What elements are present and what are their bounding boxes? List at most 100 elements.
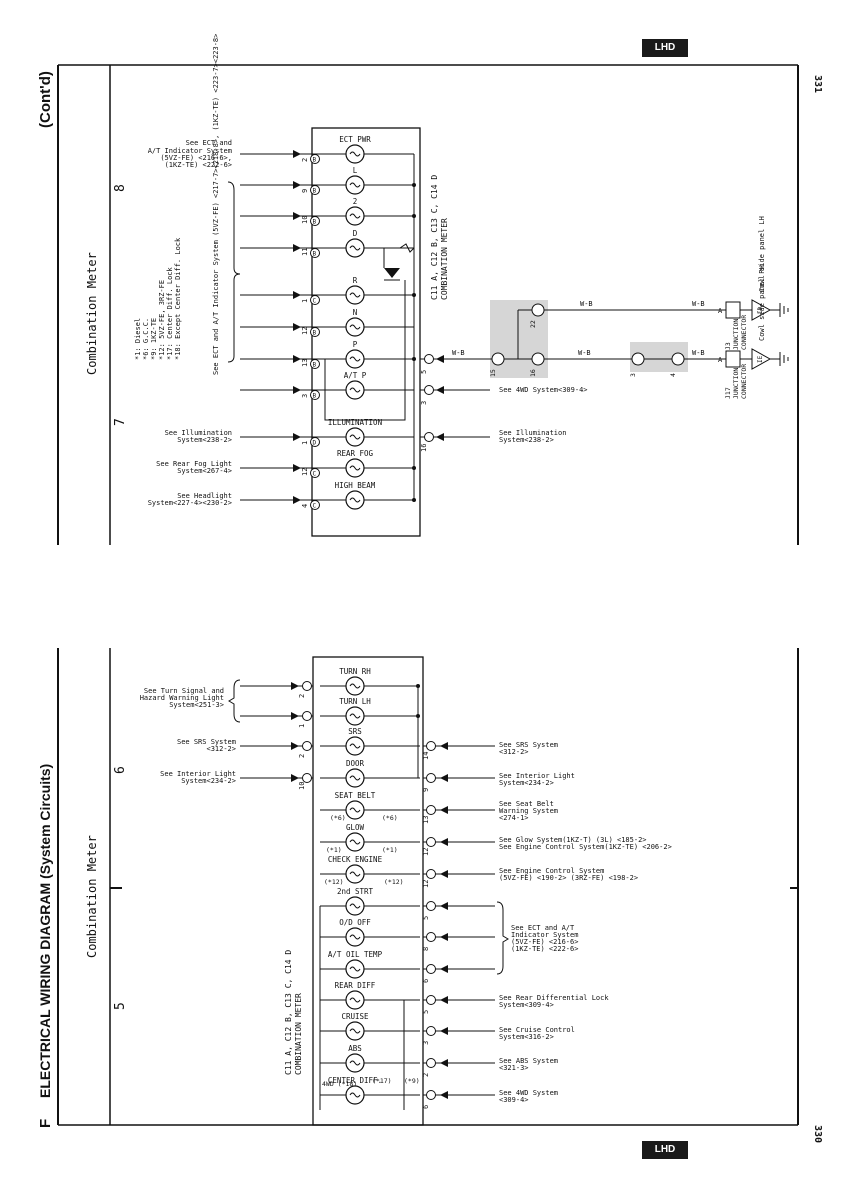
- top-indicator-pin: 11: [301, 248, 309, 256]
- right-reference-text: Indicator System: [511, 931, 578, 939]
- right-pin: 2: [422, 1073, 430, 1077]
- top-indicator-pin: 13: [301, 359, 309, 367]
- junction-location: Cowl side panel RH: [758, 265, 766, 341]
- top-indicator-pin: 2: [301, 158, 309, 162]
- arrow-icon: [440, 1059, 448, 1067]
- arrow-icon: [440, 838, 448, 846]
- section-label-top: Combination Meter: [85, 252, 99, 375]
- right-reference-text: System<234-2>: [499, 779, 554, 787]
- right-reference-text: System<316-2>: [499, 1033, 554, 1041]
- connector-icon: [424, 432, 434, 442]
- left-reference-text: Hazard Warning Light: [140, 694, 224, 702]
- splice-connector-icon: [531, 303, 545, 317]
- arrow-icon: [293, 212, 301, 220]
- right-reference-text: (1KZ-TE) <222-6>: [511, 945, 578, 953]
- indicator-label: ILLUMINATION: [328, 418, 382, 427]
- bottom-indicator-filament-icon: [349, 903, 361, 909]
- junction-connector-icon: [725, 350, 741, 368]
- arrow-icon: [291, 742, 299, 750]
- indicator-label: TURN LH: [339, 697, 371, 706]
- right-reference-text: See Engine Control System(1KZ-TE) <206-2…: [499, 843, 672, 851]
- top-indicator-connector-icon: [310, 248, 320, 258]
- page-number-top: 331: [812, 75, 823, 93]
- ground-triangle-icon: [751, 299, 772, 321]
- left-reference-text: System<251-3>: [169, 701, 224, 709]
- splice-dot: [412, 214, 416, 218]
- resistor-icon: [383, 243, 415, 268]
- indicator-label: 2nd STRT: [337, 887, 374, 896]
- variant-mark: (*17): [372, 1077, 392, 1085]
- right-reference-text: See Cruise Control: [499, 1026, 575, 1034]
- connector-icon: [302, 741, 312, 751]
- junction-connector-icon: [725, 301, 741, 319]
- bottom-indicator-filament-icon: [349, 683, 361, 689]
- indicator-label: O/D OFF: [339, 918, 371, 927]
- grid-number-6: 6: [113, 766, 128, 774]
- vertical-reference: See ECT and A/T Indicator System (5VZ-FE…: [212, 34, 220, 375]
- indicator-label: R: [353, 276, 358, 285]
- splice-dot: [412, 183, 416, 187]
- indicator-label: ABS: [348, 1044, 362, 1053]
- diode-icon: [384, 268, 400, 278]
- right-reference-text: See Seat Belt: [499, 800, 554, 808]
- left-pin: 10: [298, 782, 306, 790]
- indicator-label: GLOW: [346, 823, 365, 832]
- left-pin: 1: [298, 724, 306, 728]
- arrow-icon: [440, 996, 448, 1004]
- footnote: *18: Except Center Diff. Lock: [174, 237, 182, 360]
- bottom-indicator-filament-icon: [349, 997, 361, 1003]
- bottom-indicator-filament-icon: [349, 1060, 361, 1066]
- arrow-icon: [440, 1027, 448, 1035]
- wire: [324, 280, 406, 421]
- left-reference-text: See Turn Signal and: [144, 687, 224, 695]
- junction-pin: A: [718, 307, 723, 315]
- arrow-icon: [291, 682, 299, 690]
- arrow-icon: [293, 464, 301, 472]
- right-reference-text: Warning System: [499, 807, 558, 815]
- reference-brace: [496, 901, 509, 975]
- connector-icon: [302, 711, 312, 721]
- right-reference-text: See Engine Control System: [499, 867, 604, 875]
- variant-mark: (*1): [382, 846, 398, 854]
- indicator-label: N: [353, 308, 358, 317]
- connector-icon: [426, 741, 436, 751]
- right-reference-text: See Rear Differential Lock: [499, 994, 609, 1002]
- wire-color-label: W-B: [452, 349, 465, 357]
- connector-icon: [426, 805, 436, 815]
- right-reference-text: See Glow System(1KZ-T) (3L) <185-2>: [499, 836, 647, 844]
- splice-pin: 16: [529, 369, 537, 377]
- arrow-icon: [293, 323, 301, 331]
- right-pin: 5: [422, 916, 430, 920]
- left-reference-text: A/T Indicator System: [148, 147, 232, 155]
- left-reference-text: (5VZ-FE) <216-6>,: [160, 154, 232, 162]
- right-reference-text: <321-3>: [499, 1064, 529, 1072]
- variant-mark: (*12): [384, 878, 404, 886]
- right-reference-text: System<309-4>: [499, 1001, 554, 1009]
- right-reference-text: See 4WD System<309-4>: [499, 386, 588, 394]
- indicator-label: CRUISE: [341, 1012, 369, 1021]
- right-pin: 12: [422, 880, 430, 888]
- top-indicator-connector-icon: [310, 437, 320, 447]
- wire-color-label: W-B: [692, 300, 705, 308]
- bottom-indicator-filament-icon: [349, 1092, 361, 1098]
- meter-connectors-top: C11 A, C12 B, C13 C, C14 D: [430, 175, 439, 300]
- top-indicator-filament-icon: [349, 182, 361, 188]
- arrow-icon: [436, 433, 444, 441]
- arrow-icon: [293, 355, 301, 363]
- footnote: *12: 5VZ-FE, 3RZ-FE: [158, 280, 166, 360]
- indicator-label: TURN RH: [339, 667, 371, 676]
- variant-mark: (*1): [326, 846, 342, 854]
- section-letter: F: [37, 1119, 54, 1128]
- indicator-label: CHECK ENGINE: [328, 855, 383, 864]
- arrow-icon: [440, 965, 448, 973]
- top-indicator-pin: 1: [301, 299, 309, 303]
- splice-connector-icon: [491, 352, 505, 366]
- grid-number-8: 8: [113, 184, 128, 192]
- left-reference-text: See ECT and: [186, 139, 232, 147]
- bottom-indicator-filament-icon: [349, 775, 361, 781]
- arrow-icon: [293, 496, 301, 504]
- right-reference-text: (5VZ-FE) <216-6>: [511, 938, 578, 946]
- splice-pin: 15: [489, 369, 497, 377]
- connector-icon: [426, 964, 436, 974]
- ground-id: ID: [757, 306, 764, 314]
